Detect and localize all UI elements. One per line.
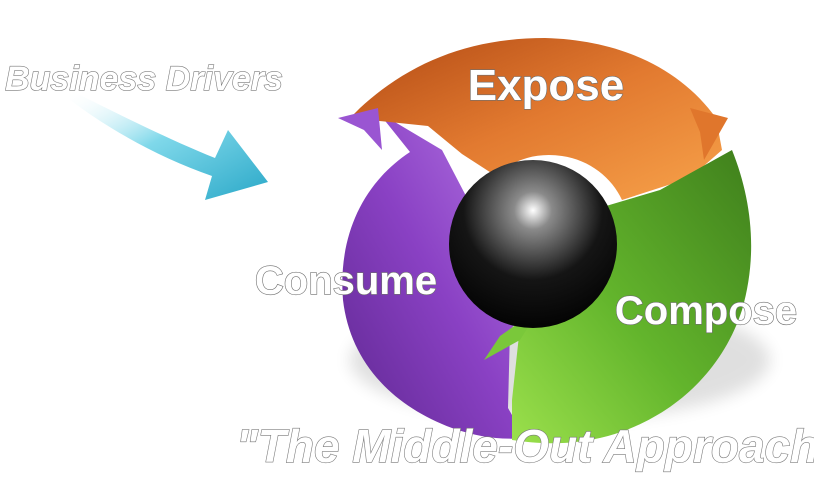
center-hub <box>449 160 617 328</box>
caption: "The Middle-Out Approach" <box>236 420 814 472</box>
stage-label-consume: Consume <box>255 259 437 303</box>
business-drivers-arrow <box>70 90 268 200</box>
segment-expose <box>350 38 722 200</box>
stage-label-compose: Compose <box>615 289 797 333</box>
arrowhead-expose <box>690 108 728 160</box>
business-drivers-label: Business Drivers <box>5 60 283 98</box>
stage-label-expose: Expose <box>468 61 625 110</box>
arrowhead-consume <box>338 108 382 150</box>
segment-compose <box>512 150 752 444</box>
segment-consume <box>342 112 525 439</box>
